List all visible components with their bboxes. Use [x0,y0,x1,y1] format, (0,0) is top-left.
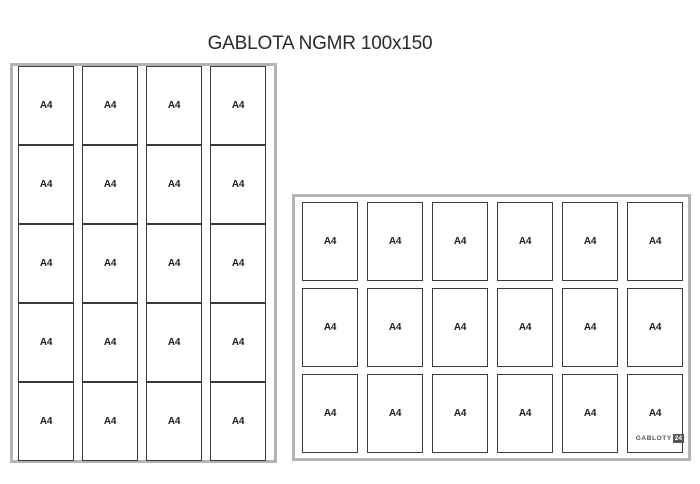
a4-label: A4 [167,100,181,111]
a4-slot: A4 [302,288,358,367]
a4-label: A4 [103,416,117,427]
a4-slot: A4 [432,202,488,281]
a4-label: A4 [39,258,53,269]
a4-slot: A4 [562,202,618,281]
a4-slot: A4 [146,145,202,224]
a4-slot: A4 [82,224,138,303]
a4-label: A4 [39,337,53,348]
a4-slot: A4 [210,382,266,461]
a4-slot: A4 [562,288,618,367]
a4-label: A4 [323,408,337,419]
a4-label: A4 [167,416,181,427]
a4-label: A4 [39,416,53,427]
a4-slot: A4 [82,66,138,145]
a4-label: A4 [583,322,597,333]
a4-label: A4 [231,179,245,190]
a4-slot: A4 [82,303,138,382]
a4-slot: A4 [18,145,74,224]
a4-label: A4 [39,179,53,190]
a4-label: A4 [231,337,245,348]
a4-slot: A4 [18,303,74,382]
a4-slot: A4 [302,202,358,281]
a4-slot: A4 [627,202,683,281]
a4-slot: A4 [432,374,488,453]
a4-label: A4 [518,408,532,419]
a4-slot: A4 [497,374,553,453]
a4-slot: A4 [367,374,423,453]
a4-slot: A4 [497,288,553,367]
a4-slot: A4 [367,202,423,281]
a4-slot: A4 [497,202,553,281]
a4-label: A4 [583,408,597,419]
a4-label: A4 [167,179,181,190]
a4-label: A4 [231,100,245,111]
a4-label: A4 [39,100,53,111]
a4-label: A4 [167,258,181,269]
page-title: GABLOTA NGMR 100x150 [207,33,433,54]
a4-slot: A4 [146,66,202,145]
a4-label: A4 [231,416,245,427]
logo-text: GABLOTY [635,435,672,442]
a4-slot: A4 [432,288,488,367]
a4-label: A4 [648,236,662,247]
a4-label: A4 [648,408,662,419]
a4-slot: A4 [210,303,266,382]
a4-slot: A4 [146,224,202,303]
a4-label: A4 [453,408,467,419]
a4-label: A4 [103,179,117,190]
a4-slot: A4 [210,224,266,303]
a4-label: A4 [453,236,467,247]
a4-label: A4 [167,337,181,348]
a4-label: A4 [103,258,117,269]
a4-label: A4 [388,236,402,247]
logo-number: 24 [672,434,684,443]
a4-slot: A4 [302,374,358,453]
a4-slot: A4 [146,303,202,382]
a4-slot: A4 [18,382,74,461]
a4-label: A4 [323,236,337,247]
a4-slot: A4 [18,224,74,303]
a4-slot: A4 [82,145,138,224]
a4-slot: A4 [18,66,74,145]
a4-label: A4 [518,236,532,247]
a4-label: A4 [648,322,662,333]
a4-slot: A4 [210,66,266,145]
a4-label: A4 [388,408,402,419]
a4-slot: A4 [562,374,618,453]
a4-slot: A4 [210,145,266,224]
a4-label: A4 [518,322,532,333]
a4-slot: A4 [627,374,683,453]
a4-slot: A4 [627,288,683,367]
a4-label: A4 [323,322,337,333]
a4-label: A4 [388,322,402,333]
a4-slot: A4 [82,382,138,461]
a4-slot: A4 [367,288,423,367]
a4-slot: A4 [146,382,202,461]
a4-label: A4 [103,337,117,348]
a4-label: A4 [453,322,467,333]
a4-label: A4 [103,100,117,111]
a4-label: A4 [583,236,597,247]
a4-label: A4 [231,258,245,269]
